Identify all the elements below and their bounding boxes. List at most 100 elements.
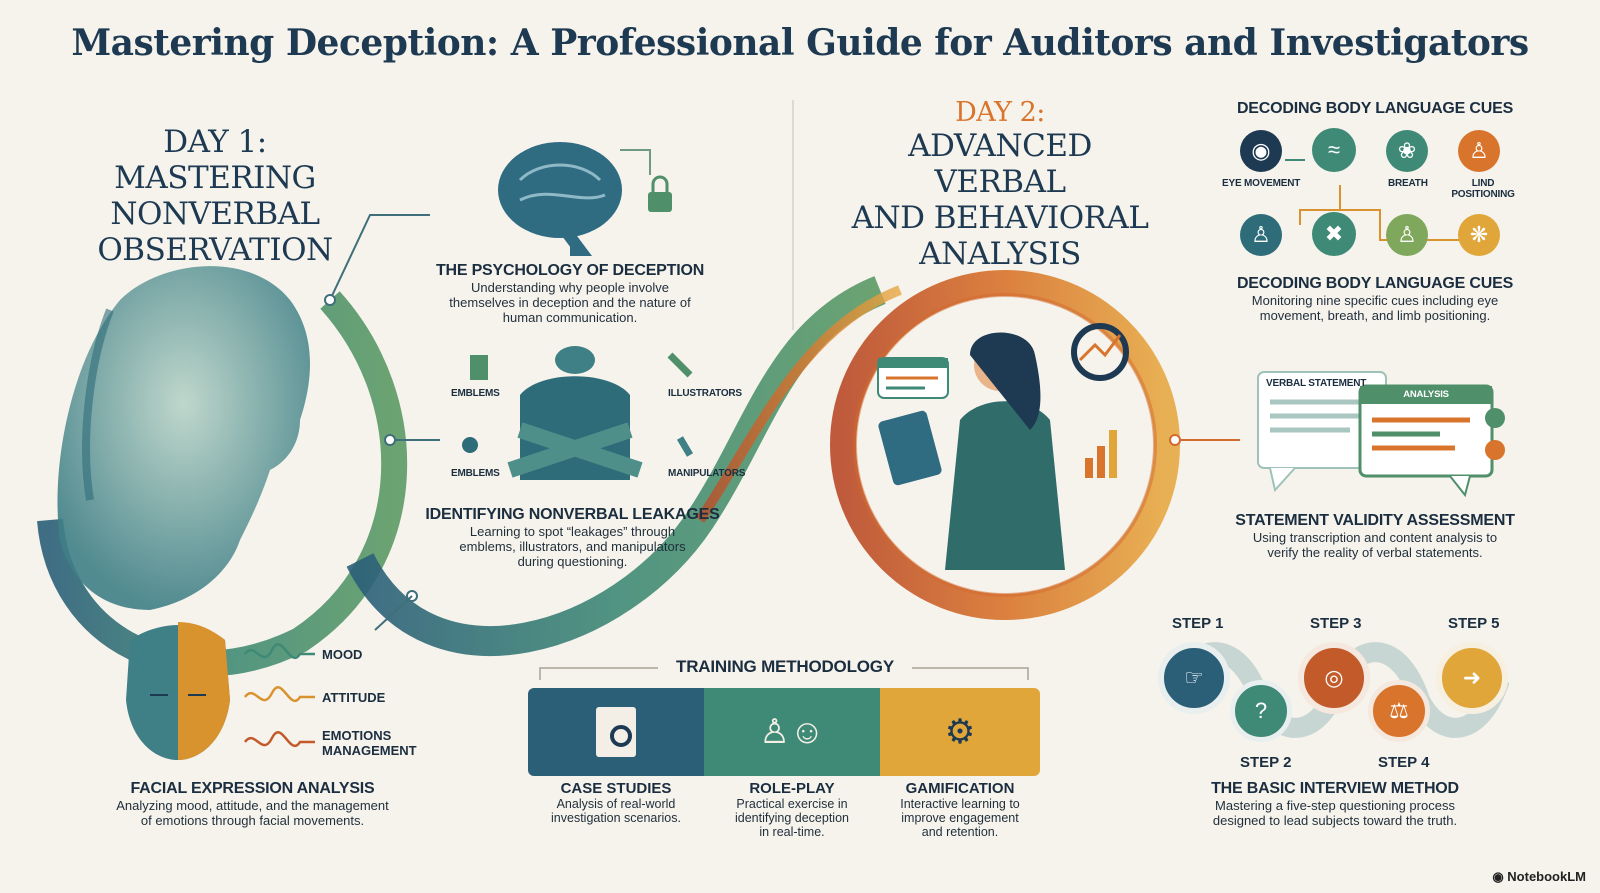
text-line: Analyzing mood, attitude, and the manage… [116, 798, 389, 813]
facial-section: FACIAL EXPRESSION ANALYSIS Analyzing moo… [100, 780, 405, 828]
step-3-label: STEP 3 [1310, 615, 1362, 632]
body-language-text: Monitoring nine specific cues including … [1225, 293, 1525, 323]
text-line: themselves in deception and the nature o… [449, 295, 691, 310]
interview-text: Mastering a five-step questioning proces… [1185, 798, 1485, 828]
interview-heading: THE BASIC INTERVIEW METHOD [1211, 780, 1459, 797]
text-line: Interactive learning to [900, 797, 1020, 811]
analysis-label: ANALYSIS [1403, 389, 1449, 400]
role-play-card: ♙☺ [704, 688, 880, 776]
body-language-section: DECODING BODY LANGUAGE CUES Monitoring n… [1225, 275, 1525, 323]
text-line: and retention. [921, 825, 999, 839]
scales-icon: ⚖ [1368, 680, 1430, 742]
question-icon: ? [1230, 680, 1292, 742]
leakages-text: Learning to spot “leakages” through embl… [420, 524, 725, 569]
eye-icon: ◉ [1240, 130, 1282, 172]
crossed-arms-icon: ✖ [1312, 212, 1356, 256]
notebooklm-icon: ◉ [1492, 869, 1504, 884]
brand-name: NotebookLM [1507, 869, 1586, 884]
text-line: designed to lead subjects toward the tru… [1212, 813, 1458, 828]
day2-label: DAY 2: [955, 97, 1045, 128]
role-play-text: ROLE-PLAY Practical exercise in identify… [704, 780, 880, 839]
seated-figure-icon: ♙ [1458, 130, 1500, 172]
lungs-icon: ❀ [1386, 130, 1428, 172]
gesture-figure-icon: ❋ [1458, 214, 1500, 256]
text-line: POSITIONING [1451, 189, 1515, 200]
step-5-label: STEP 5 [1448, 615, 1500, 632]
psychology-section: THE PSYCHOLOGY OF DECEPTION Understandin… [430, 262, 710, 325]
breath-label: BREATH [1388, 178, 1428, 189]
gamification-text: GAMIFICATION Interactive learning to imp… [880, 780, 1040, 839]
text-line: identifying deception [735, 811, 849, 825]
psychology-text: Understanding why people involve themsel… [430, 280, 710, 325]
step-1-label: STEP 1 [1172, 615, 1224, 632]
day1-title-line: DAY 1: MASTERING [114, 124, 316, 196]
text-line: during questioning. [517, 554, 628, 569]
psychology-heading: THE PSYCHOLOGY OF DECEPTION [435, 262, 705, 279]
step-4-label: STEP 4 [1378, 754, 1430, 771]
leakages-heading: IDENTIFYING NONVERBAL LEAKAGES [425, 506, 720, 523]
text-line: in real-time. [759, 825, 825, 839]
role-play-title: ROLE-PLAY [749, 780, 835, 797]
handshake-icon: ☞ [1158, 642, 1230, 714]
text-line: improve engagement [901, 811, 1019, 825]
text-line: emblems, illustrators, and manipulators [459, 539, 686, 554]
verbal-statement-label: VERBAL STATEMENT [1266, 378, 1367, 389]
facial-text: Analyzing mood, attitude, and the manage… [100, 798, 405, 828]
day2-title: DAY 2: ADVANCED VERBAL AND BEHAVIORAL AN… [840, 97, 1160, 273]
gamification-desc: Interactive learning to improve engageme… [880, 797, 1040, 839]
day1-title-line: NONVERBAL [110, 196, 320, 232]
statement-section: STATEMENT VALIDITY ASSESSMENT Using tran… [1225, 512, 1525, 560]
day2-title-line: ADVANCED VERBAL [908, 128, 1092, 200]
case-studies-text: CASE STUDIES Analysis of real-world inve… [528, 780, 704, 825]
text-line: Understanding why people involve [470, 280, 669, 295]
leakages-section: IDENTIFYING NONVERBAL LEAKAGES Learning … [420, 506, 725, 569]
wave-label-attitude: ATTITUDE [322, 690, 386, 705]
standing-figure-icon: ♙ [1386, 214, 1428, 256]
eye-movement-label: EYE MOVEMENT [1222, 178, 1301, 189]
emblems-label: EMBLEMS [451, 388, 500, 399]
text-line: Using transcription and content analysis… [1252, 530, 1498, 545]
step-2-label: STEP 2 [1240, 754, 1292, 771]
text-line: Analysis of real-world [556, 797, 676, 811]
person-masks-icon: ♙☺ [759, 713, 825, 751]
gamification-title: GAMIFICATION [905, 780, 1015, 797]
text-line: Learning to spot “leakages” through [469, 524, 676, 539]
page-title: Mastering Deception: A Professional Guid… [71, 22, 1529, 64]
text-line: Practical exercise in [736, 797, 848, 811]
text-line: LIND [1471, 178, 1495, 189]
text-line: human communication. [502, 310, 638, 325]
case-studies-desc: Analysis of real-world investigation sce… [528, 797, 704, 825]
text-line: Monitoring nine specific cues including … [1251, 293, 1499, 308]
day2-title-line: AND BEHAVIORAL [851, 200, 1149, 236]
text-line: verify the reality of verbal statements. [1267, 545, 1483, 560]
text-line: Mastering a five-step questioning proces… [1215, 798, 1455, 813]
person-icon: ♙ [1240, 214, 1282, 256]
wave-label-emotions: EMOTIONS MANAGEMENT [322, 728, 417, 758]
illustrators-label: ILLUSTRATORS [668, 388, 742, 399]
body-language-top-heading: DECODING BODY LANGUAGE CUES [1236, 100, 1514, 117]
case-studies-title: CASE STUDIES [560, 780, 672, 797]
text-line: investigation scenarios. [551, 811, 681, 825]
statement-text: Using transcription and content analysis… [1225, 530, 1525, 560]
methodology-heading: TRAINING METHODOLOGY [676, 657, 894, 676]
text-line: MANAGEMENT [322, 743, 417, 758]
wave-label-mood: MOOD [322, 647, 363, 662]
statement-heading: STATEMENT VALIDITY ASSESSMENT [1235, 512, 1515, 529]
text-line: of emotions through facial movements. [140, 813, 365, 828]
role-play-desc: Practical exercise in identifying decept… [704, 797, 880, 839]
day2-title-line: ANALYSIS [919, 236, 1081, 272]
case-studies-card [528, 688, 704, 776]
body-language-heading: DECODING BODY LANGUAGE CUES [1236, 275, 1514, 292]
limb-positioning-label: LIND POSITIONING [1448, 178, 1518, 200]
document-magnifier-icon [596, 707, 636, 757]
day1-title: DAY 1: MASTERING NONVERBAL OBSERVATION [60, 124, 370, 268]
wind-icon: ≈ [1312, 128, 1356, 172]
game-controller-icon: ⚙ [944, 713, 976, 751]
manipulators-label: MANIPULATORS [668, 468, 746, 479]
text-line: movement, breath, and limb positioning. [1259, 308, 1491, 323]
emblems-label: EMBLEMS [451, 468, 500, 479]
interview-section: THE BASIC INTERVIEW METHOD Mastering a f… [1185, 780, 1485, 828]
target-icon: ◎ [1298, 642, 1370, 714]
brand-logo: ◉ NotebookLM [1492, 869, 1586, 885]
